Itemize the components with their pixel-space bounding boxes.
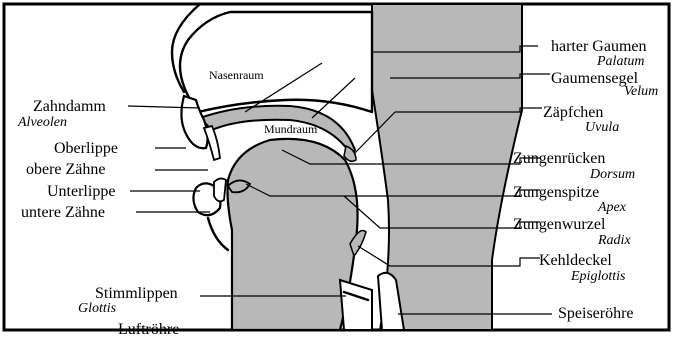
label-epiglottis: Epiglottis: [570, 269, 626, 284]
label-luftroehre: Luftröhre: [118, 321, 179, 334]
nasal-cavity-outline: [180, 12, 372, 112]
label-harter-gaumen: harter Gaumen: [551, 38, 647, 55]
lower-teeth: [214, 178, 226, 201]
tongue: [228, 139, 358, 330]
label-oberlippe: Oberlippe: [54, 140, 118, 157]
label-unterlippe: Unterlippe: [47, 183, 115, 200]
label-mundraum: Mundraum: [264, 122, 318, 136]
upper-lip: [181, 96, 207, 148]
nose-outline: [172, 4, 200, 92]
label-glottis: Glottis: [78, 301, 117, 316]
label-obere-zaehne: obere Zähne: [26, 161, 106, 178]
label-zungenspitze: Zungenspitze: [513, 184, 599, 201]
chin-outline: [208, 218, 228, 250]
label-apex: Apex: [597, 200, 627, 215]
label-alveolen: Alveolen: [17, 115, 67, 130]
label-radix: Radix: [597, 233, 631, 248]
label-dorsum: Dorsum: [589, 167, 635, 182]
label-zahndamm: Zahndamm: [33, 98, 106, 115]
label-zungenwurzel: Zungenwurzel: [513, 216, 606, 233]
label-zungenruecken: Zungenrücken: [513, 150, 605, 167]
label-kehldeckel: Kehldeckel: [539, 252, 612, 269]
label-zaepfchen: Zäpfchen: [543, 104, 603, 121]
label-speiseroehre: Speiseröhre: [558, 305, 634, 322]
label-stimmlippen: Stimmlippen: [95, 285, 178, 302]
label-untere-zaehne: untere Zähne: [21, 204, 105, 221]
label-uvula: Uvula: [585, 120, 619, 135]
label-velum: Velum: [624, 84, 658, 99]
label-nasenraum: Nasenraum: [209, 68, 264, 82]
larynx: [340, 280, 372, 330]
label-palatum: Palatum: [596, 54, 644, 69]
